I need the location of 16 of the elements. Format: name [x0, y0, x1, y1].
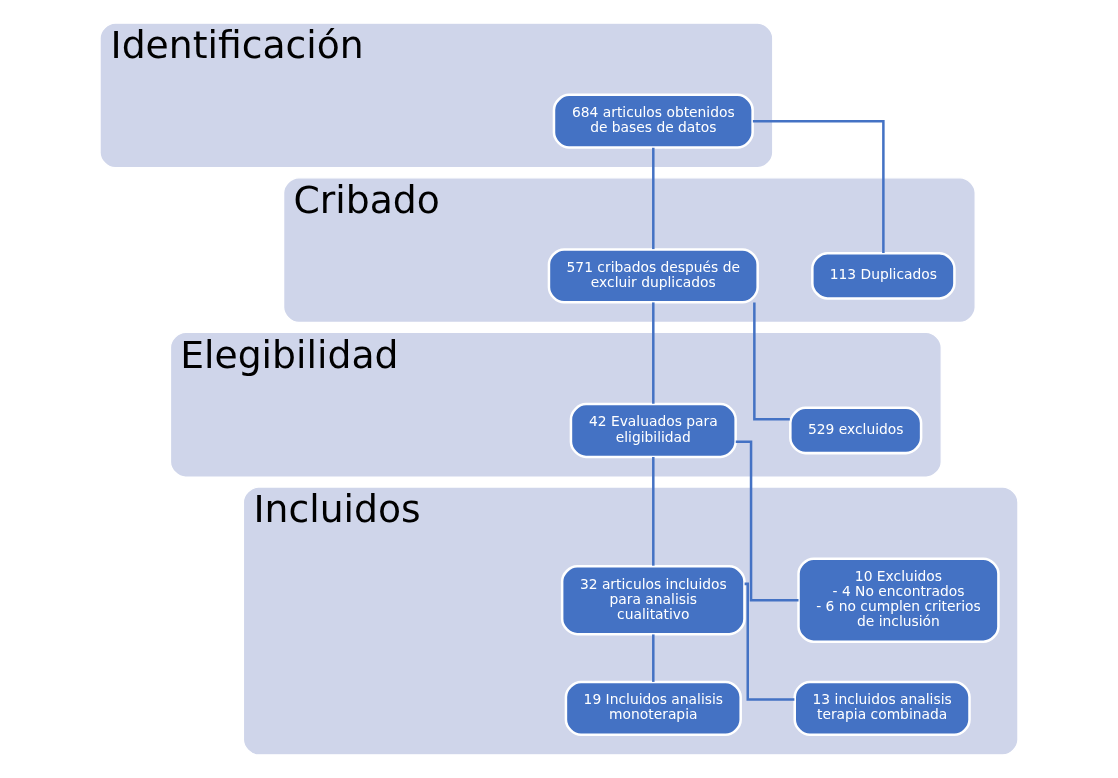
node-box: 529 excluidos — [789, 406, 923, 455]
node-box: 10 Excluidos - 4 No encontrados - 6 no cumplen criterios de inclusión — [797, 557, 1000, 643]
node-box: 42 Evaluados para eligibilidad — [569, 402, 737, 459]
node-box: 13 incluidos analisis terapia combinada — [793, 680, 971, 736]
connector — [752, 119, 885, 253]
connector — [744, 582, 795, 701]
connector — [652, 147, 655, 250]
node-box: 19 Incluidos analisis monoterapia — [564, 680, 742, 736]
connector — [753, 302, 790, 421]
node-box: 571 cribados después de excluir duplicados — [547, 248, 759, 304]
connector — [652, 634, 655, 682]
connector — [652, 457, 655, 566]
node-box: 32 articulos incluidos para analisis cualitativo — [560, 565, 746, 636]
connector — [652, 302, 655, 404]
node-box: 684 articulos obtenidos de bases de datos — [552, 93, 754, 149]
node-box: 113 Duplicados — [811, 251, 956, 300]
